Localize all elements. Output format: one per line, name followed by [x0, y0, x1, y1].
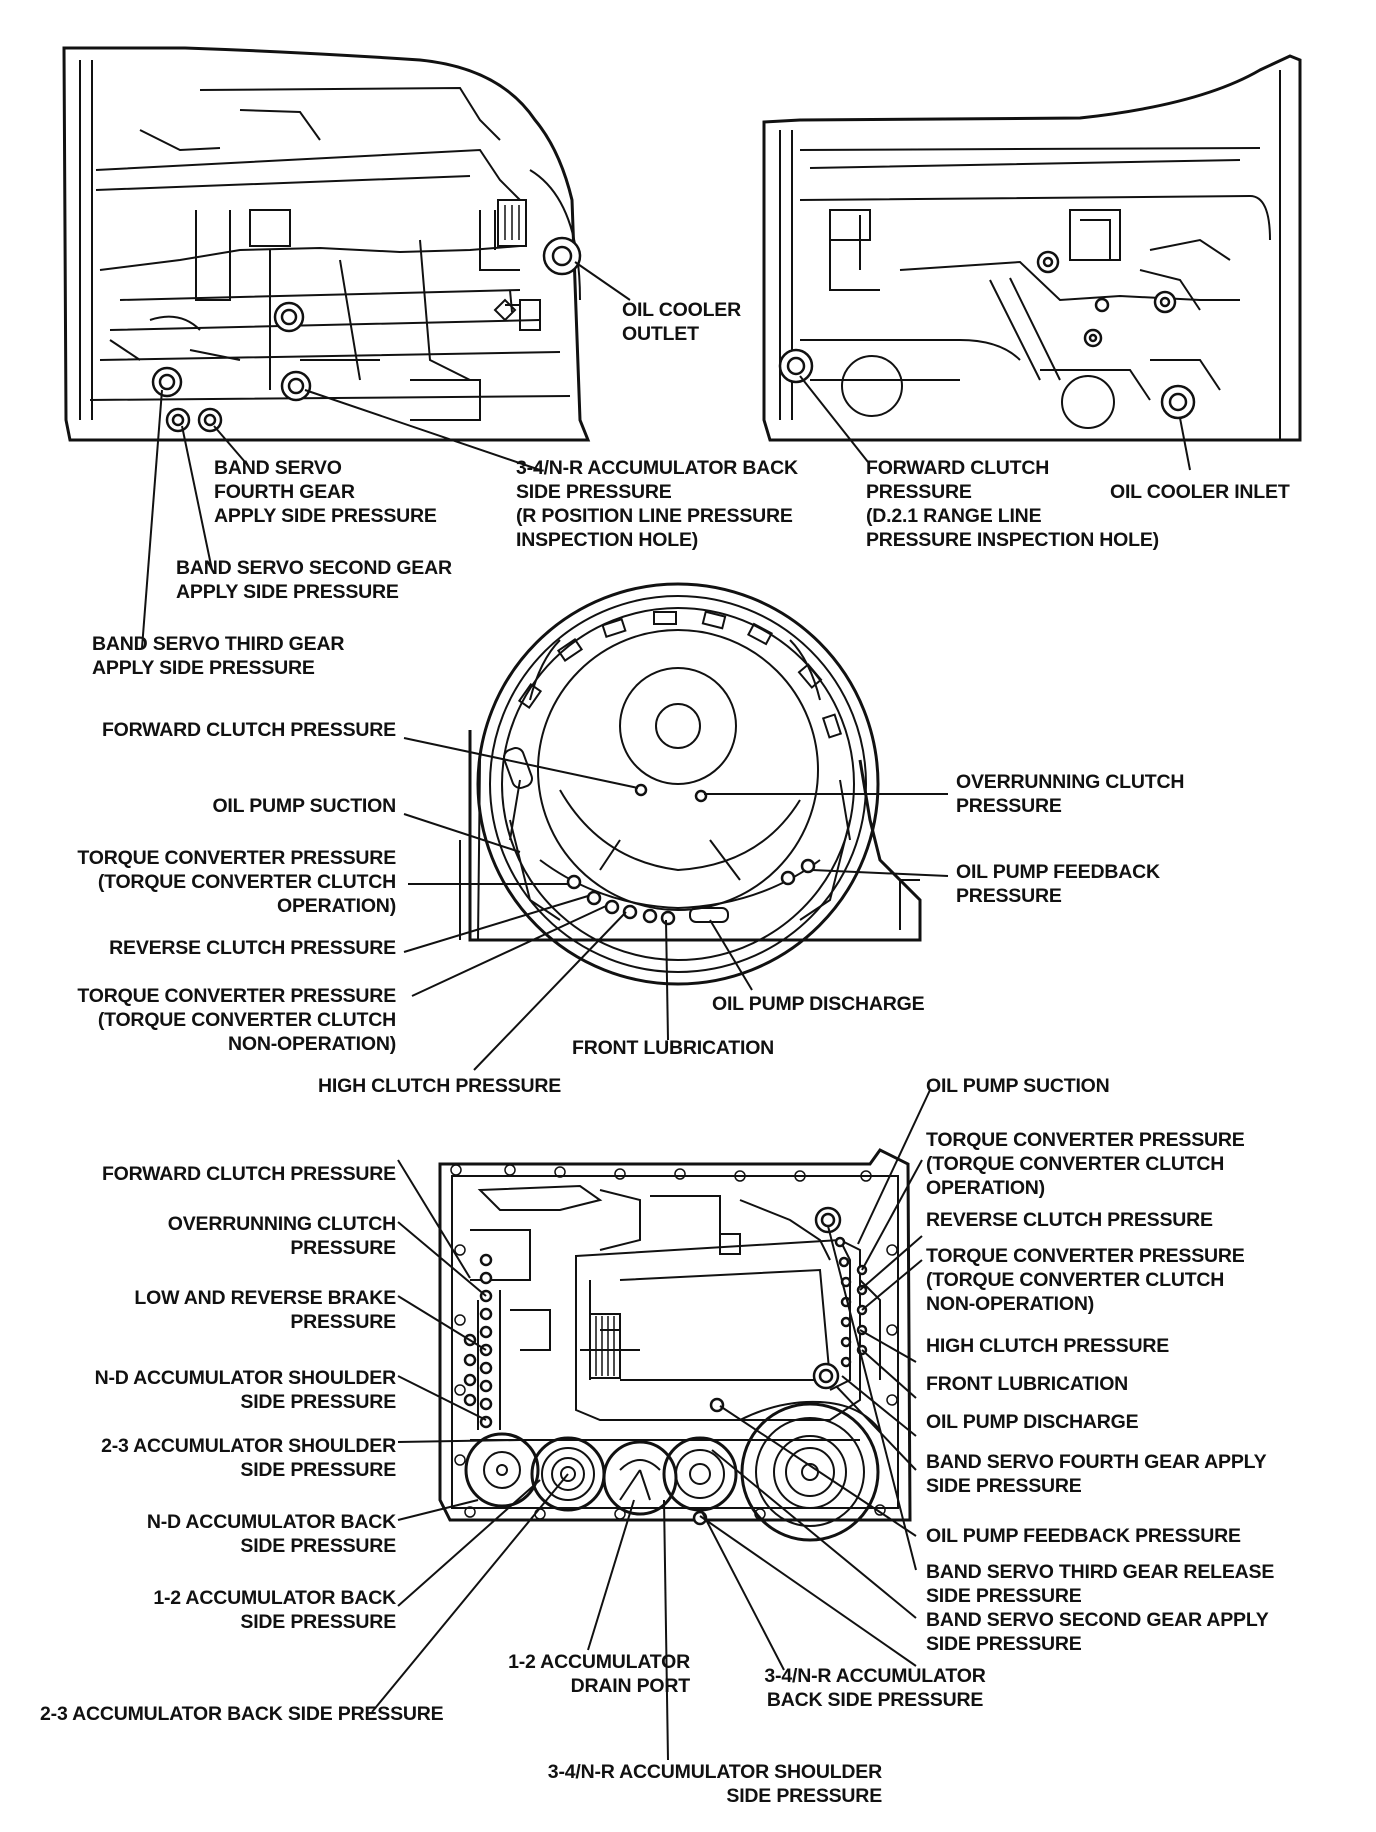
case-bottom-face [438, 1148, 912, 1542]
label-mid-oil-pump-discharge: OIL PUMP DISCHARGE [712, 993, 925, 1015]
label-bot-oil-pump-feedback: OIL PUMP FEEDBACK PRESSURE [926, 1525, 1241, 1547]
top-right-leaders [799, 375, 1191, 471]
left-passage-holes [463, 1253, 493, 1429]
label-bot-oil-pump-discharge: OIL PUMP DISCHARGE [926, 1411, 1139, 1433]
pump-ring-slots [503, 610, 843, 789]
case-left-side-view [62, 46, 591, 442]
label-mid-reverse-clutch: REVERSE CLUTCH PRESSURE [109, 937, 396, 959]
middle-leaders [403, 737, 949, 1071]
label-mid-tc-non-operation: TORQUE CONVERTER PRESSURE(TORQUE CONVERT… [77, 985, 396, 1055]
label-mid-front-lubrication: FRONT LUBRICATION [572, 1037, 775, 1059]
label-bot-tc-non-operation: TORQUE CONVERTER PRESSURE(TORQUE CONVERT… [926, 1245, 1245, 1315]
oil-pump-front-view [459, 582, 922, 986]
label-bot-front-lubrication: FRONT LUBRICATION [926, 1373, 1129, 1395]
label-mid-high-clutch: HIGH CLUTCH PRESSURE [318, 1075, 562, 1097]
label-bot-forward-clutch: FORWARD CLUTCH PRESSURE [101, 1163, 396, 1185]
label-mid-forward-clutch: FORWARD CLUTCH PRESSURE [101, 719, 396, 741]
label-bot-oil-pump-suction: OIL PUMP SUCTION [926, 1075, 1110, 1097]
label-bot-23-accumulator-back: 2-3 ACCUMULATOR BACK SIDE PRESSURE [40, 1703, 444, 1725]
bottom-right-leaders [699, 1089, 931, 1667]
label-bot-tc-operation: TORQUE CONVERTER PRESSURE(TORQUE CONVERT… [926, 1129, 1245, 1199]
label-oil-cooler-inlet: OIL COOLER INLET [1110, 481, 1290, 503]
bottom-left-leaders [371, 1159, 785, 1761]
label-mid-tc-operation: TORQUE CONVERTER PRESSURE(TORQUE CONVERT… [77, 847, 396, 917]
case-right-side-view [762, 54, 1302, 442]
label-mid-oil-pump-suction: OIL PUMP SUCTION [212, 795, 396, 817]
label-bot-reverse-clutch: REVERSE CLUTCH PRESSURE [926, 1209, 1213, 1231]
top-left-leaders [141, 261, 631, 649]
label-bot-high-clutch: HIGH CLUTCH PRESSURE [926, 1335, 1170, 1357]
